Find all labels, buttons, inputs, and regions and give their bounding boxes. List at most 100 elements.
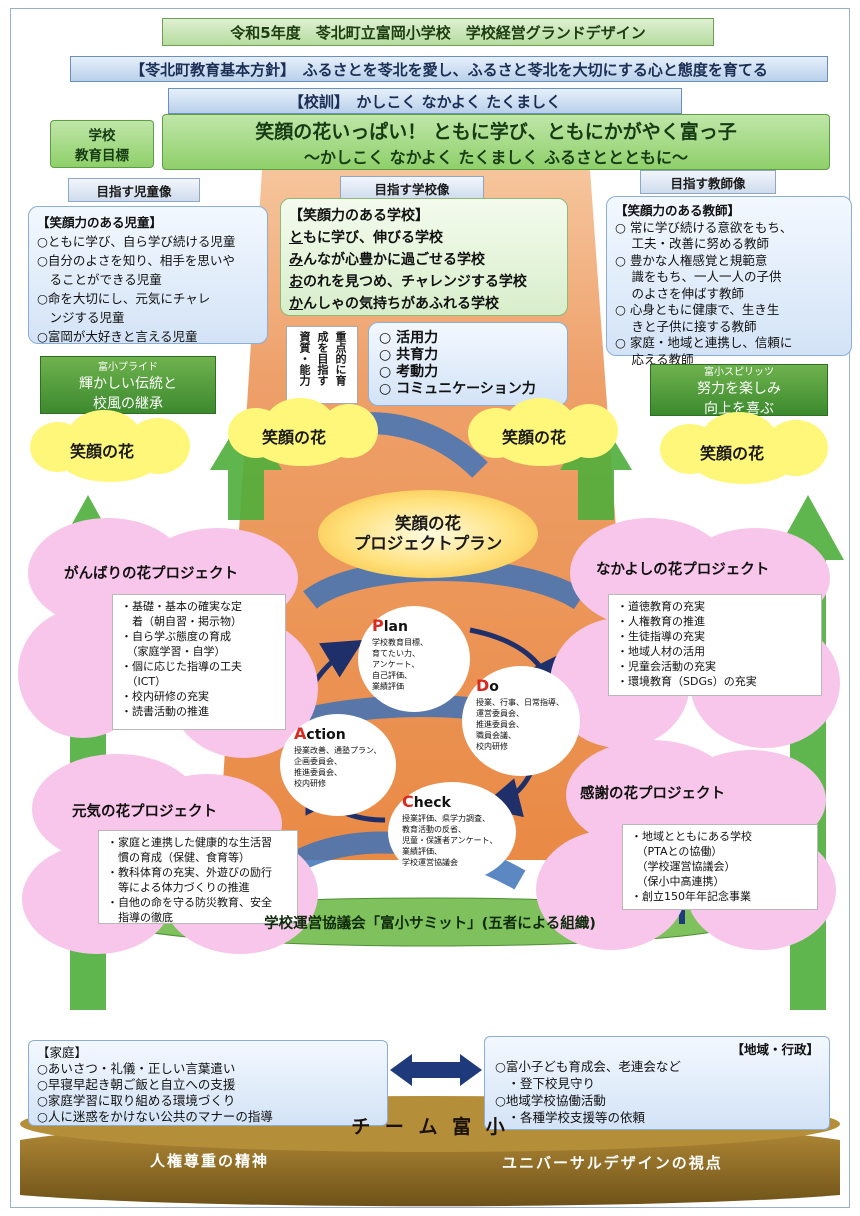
nakayoshi-item: ・地域人材の活用 — [617, 645, 705, 658]
ability-item: ○ 考動力 — [379, 364, 439, 380]
home-heading: 【家庭】 — [37, 1045, 88, 1060]
check-line: 児童・保護者アンケート、 — [402, 836, 498, 845]
community-heading: 【地域・行政】 — [731, 1042, 819, 1057]
goal-main-box: 笑顔の花いっぱい！ ともに学び、ともにかがやく富っ子 ～かしこく なかよく たく… — [162, 114, 830, 170]
do-line: 推進委員会、 — [476, 720, 524, 729]
kansha-item: （保小中高連携） — [631, 875, 725, 888]
spirits-line1: 努力を楽しみ — [697, 380, 781, 397]
nakayoshi-notes: ・道徳教育の充実 ・人権教育の推進 ・生徒指導の充実 ・地域人材の活用 ・児童会… — [608, 594, 822, 696]
plan-line: 学校教育目標、 — [372, 638, 428, 647]
spirits-caption: 富小スピリッツ — [704, 366, 774, 378]
ability-item: ○ 活用力 — [379, 330, 439, 346]
action-line: 推進委員会、 — [294, 768, 342, 777]
teachers-tag: 目指す教師像 — [640, 170, 776, 194]
school-item-text: んなが心豊かに過ごせる学校 — [303, 252, 485, 268]
genki-title: 元気の花プロジェクト — [72, 804, 217, 820]
plan-line: 育てたい力、 — [372, 649, 420, 658]
ganbari-title: がんばりの花プロジェクト — [64, 566, 238, 582]
flower-label: 笑顔の花 — [502, 428, 567, 447]
plan-line: アンケート、 — [372, 660, 420, 669]
ganbari-item: 着（朝自習・掲示物） — [121, 615, 242, 628]
flower-label: 笑顔の花 — [70, 442, 135, 461]
plan-initial: P — [372, 616, 384, 635]
plan-word: lan — [383, 619, 408, 635]
kansha-item: ・地域とともにある学校 — [631, 830, 752, 843]
pride-box: 富小プライド 輝かしい伝統と 校風の継承 — [40, 356, 216, 414]
school-item-text: もに学び、伸びる学校 — [303, 230, 443, 246]
do-word: o — [489, 679, 499, 695]
ganbari-item: ・個に応じた指導の工夫 — [121, 660, 242, 673]
children-tag: 目指す児童像 — [68, 178, 200, 202]
genki-item: ・自他の命を守る防災教育、安全 — [107, 896, 272, 909]
genki-item: ・教科体育の充実、外遊びの励行 — [107, 866, 272, 879]
page-title: 令和5年度 苓北町立富岡小学校 学校経営グランドデザイン — [162, 18, 714, 46]
abilities-label-line: 成を目指す — [316, 331, 329, 386]
smile-flower-1: 笑顔の花 — [30, 410, 190, 482]
children-list: ○ともに学び、自ら学び続ける児童 ○自分のよさを知り、相手を思いや ることができ… — [37, 232, 259, 346]
spirits-box: 富小スピリッツ 努力を楽しみ 向上を喜ぶ — [650, 364, 828, 417]
abilities-label-line: 重点的に育 — [334, 331, 347, 386]
plan-line: 自己評価、 — [372, 671, 412, 680]
check-line: 業績評価、 — [402, 847, 442, 856]
flower-label: 笑顔の花 — [700, 444, 765, 463]
policy-banner: 【苓北町教育基本方針】 ふるさとを苓北を愛し、ふるさと苓北を大切にする心と態度を… — [70, 56, 828, 82]
team-label: チ ー ム 富 小 — [351, 1116, 509, 1138]
teachers-item: ○ 常に学び続ける意欲をもち、 — [615, 219, 793, 235]
teachers-heading: 【笑顔力のある教師】 — [615, 203, 741, 218]
pdca-check: Check 授業評価、県学力調査、 教育活動の反省、 児童・保護者アンケート、 … — [388, 782, 516, 882]
flower-label: 笑顔の花 — [262, 428, 327, 447]
action-line: 授業改善、通塾プラン、 — [294, 746, 382, 755]
school-item-initial: と — [289, 230, 303, 246]
ganbari-item: ・校内研修の充実 — [121, 690, 209, 703]
council-label: 学校運営協議会「富小サミット」(五者による組織) — [264, 915, 596, 932]
home-item: ○早寝早起き朝ご飯と自立への支援 — [37, 1077, 236, 1092]
nakayoshi-title: なかよしの花プロジェクト — [596, 562, 770, 578]
teachers-item: のよさを伸ばす教師 — [615, 285, 744, 301]
action-initial: A — [294, 724, 307, 743]
children-heading: 【笑顔力のある児童】 — [37, 215, 163, 230]
ability-item: ○ コミュニケーション力 — [379, 381, 536, 397]
pdca-action: Action 授業改善、通塾プラン、 企画委員会、 推進委員会、 校内研修 — [280, 714, 396, 816]
children-item: ○自分のよさを知り、相手を思いや — [37, 253, 235, 268]
ganbari-notes: ・基礎・基本の確実な定 着（朝自習・掲示物） ・自ら学ぶ態度の育成 （家庭学習・… — [112, 594, 286, 730]
children-item: ○命を大切にし、元気にチャレ — [37, 291, 211, 306]
school-item-initial: み — [289, 252, 303, 268]
genki-item: 等による体力づくりの推進 — [107, 881, 250, 894]
teachers-list: ○ 常に学び続ける意欲をもち、 工夫・改善に努める教師 ○ 豊かな人権感覚と規範… — [615, 220, 843, 369]
do-line: 授業、行事、日常指導、 — [476, 698, 564, 707]
children-item: ることができる児童 — [37, 272, 162, 287]
check-line: 教育活動の反省、 — [402, 825, 466, 834]
do-line: 職員会議、 — [476, 731, 516, 740]
genki-notes: ・家庭と連携した健康的な生活習 慣の育成（保健、食育等） ・教科体育の充実、外遊… — [98, 830, 298, 924]
school-tag: 目指す学校像 — [340, 176, 484, 200]
do-initial: D — [476, 676, 490, 695]
pride-line1: 輝かしい伝統と — [79, 375, 177, 392]
ganbari-item: （ICT） — [121, 675, 167, 688]
kansha-notes: ・地域とともにある学校 （PTAとの協働） （学校運営協議会） （保小中高連携）… — [622, 824, 818, 910]
ganbari-item: （家庭学習・自学） — [121, 645, 226, 658]
ganbari-item: ・読書活動の推進 — [121, 705, 209, 718]
genki-item: 指導の徹底 — [107, 911, 173, 924]
genki-item: 慣の育成（保健、食育等） — [107, 851, 250, 864]
community-item: ○富小子ども育成会、老連会など — [495, 1059, 681, 1074]
genki-item: ・家庭と連携した健康的な生活習 — [107, 836, 272, 849]
pdca-do: Do 授業、行事、日常指導、 運営委員会、 推進委員会、 職員会議、 校内研修 — [462, 666, 580, 776]
teachers-box: 【笑顔力のある教師】 ○ 常に学び続ける意欲をもち、 工夫・改善に努める教師 ○… — [606, 196, 852, 367]
check-line: 学校運営協議会 — [402, 858, 458, 867]
children-item: ○富岡が大好きと言える児童 — [37, 329, 198, 344]
plan-title-line2: プロジェクトプラン — [353, 534, 503, 553]
school-item: みんなが心豊かに過ごせる学校 — [289, 249, 559, 271]
base-left-label: 人権尊重の精神 — [150, 1152, 270, 1170]
children-item: ○ともに学び、自ら学び続ける児童 — [37, 234, 236, 249]
pdca-plan: Plan 学校教育目標、 育てたい力、 アンケート、 自己評価、 業績評価 — [358, 606, 470, 712]
nakayoshi-item: ・生徒指導の充実 — [617, 630, 705, 643]
school-heading: 【笑顔力のある学校】 — [289, 208, 429, 224]
community-item: ・登下校見守り — [495, 1076, 596, 1091]
base-right-label: ユニバーサルデザインの視点 — [502, 1154, 723, 1172]
school-item-initial: か — [289, 296, 303, 312]
pride-caption: 富小プライド — [98, 361, 158, 373]
goal-main-text: 笑顔の花いっぱい！ ともに学び、ともにかがやく富っ子 — [255, 120, 737, 143]
kansha-item: （学校運営協議会） — [631, 860, 736, 873]
abilities-label-line: 資質・能力 — [298, 331, 311, 386]
school-item-initial: お — [289, 274, 303, 290]
